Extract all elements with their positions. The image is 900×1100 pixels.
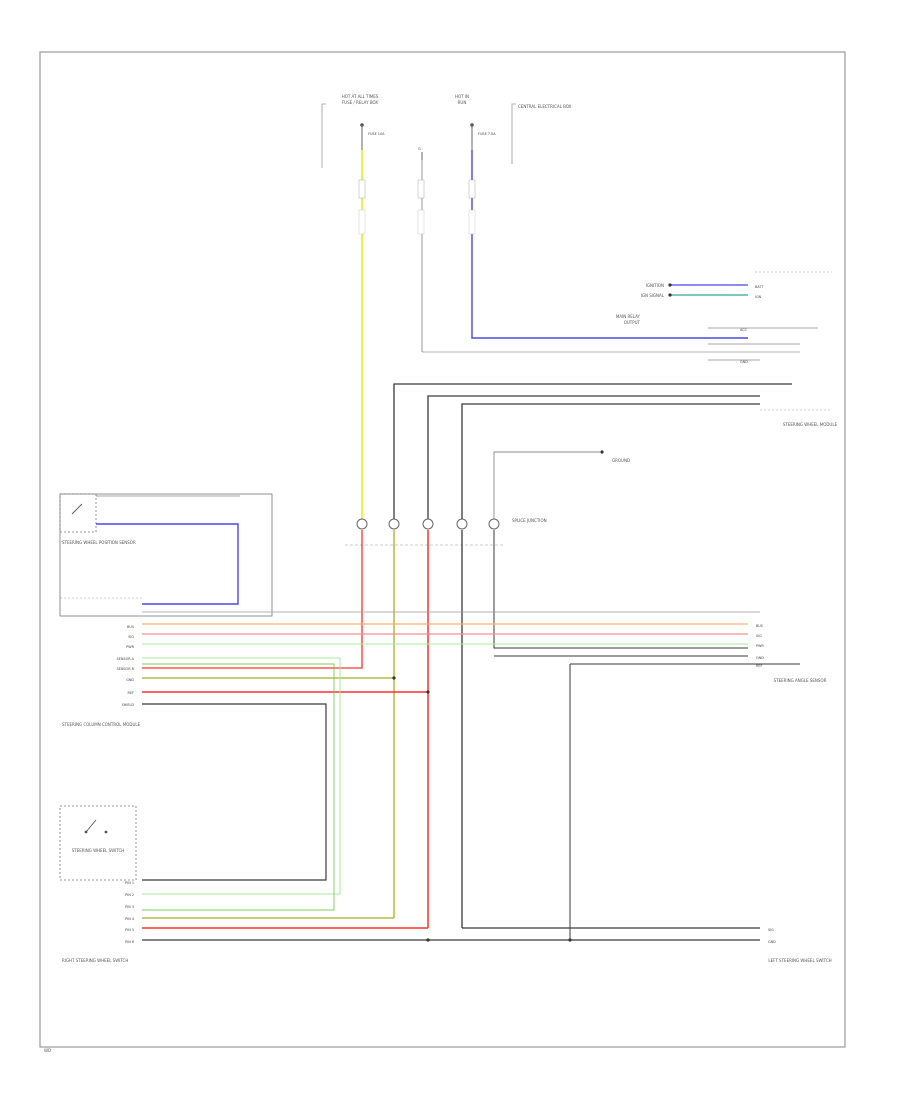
splice-row: SPLICE JUNCTION	[345, 518, 547, 546]
fuse-left-label-2: FUSE / RELAY BOX	[342, 100, 379, 105]
wire-red-from-splice-1	[142, 530, 363, 669]
splice-label: SPLICE JUNCTION	[512, 518, 547, 523]
rm-pin-4: REF	[756, 664, 762, 668]
bl-pin-4: PIN 5	[125, 928, 134, 932]
wire-tags-top	[358, 179, 476, 235]
bottom-switch-label: STEERING WHEEL SWITCH	[72, 848, 125, 853]
rm-pin-3: GND	[756, 656, 764, 660]
wire-lightgreen-loop	[142, 658, 341, 895]
rm-pin-0: BUS	[756, 624, 763, 628]
rt-label-0: IGNITION	[646, 283, 664, 288]
wire-green-loop	[142, 663, 335, 911]
lm-pin-6: REF	[128, 691, 134, 695]
rt-label-2: MAIN RELAY	[616, 314, 641, 319]
top-fuse-left: HOT AT ALL TIMES FUSE / RELAY BOX FUSE 1…	[321, 94, 385, 168]
ground-top: G	[418, 147, 423, 160]
rt-pin-1: IGN	[755, 295, 762, 299]
diagram-frame	[39, 51, 846, 1048]
rm-pin-1: SIG	[756, 634, 762, 638]
rt-pin-2: ACC	[740, 328, 748, 332]
bottom-left-module: PIN 1 PIN 2 PIN 3 PIN 4 PIN 5 PIN 6 RIGH…	[62, 881, 134, 963]
fuse-right-label-2: RUN	[458, 100, 467, 105]
br-pin-0: SIG	[768, 928, 774, 932]
wire-dark-3	[461, 403, 760, 520]
rm-pin-2: PWR	[756, 644, 764, 648]
left-module: BUS SIG PWR SENSOR A SENSOR B GND REF SH…	[60, 597, 760, 911]
rt-pin-0: BATT	[755, 285, 764, 289]
wire-gray-branch	[493, 451, 600, 520]
left-sensor: STEERING WHEEL POSITION SENSOR	[59, 493, 273, 617]
wire-blue-trunk	[471, 150, 748, 339]
wire-dark-1	[393, 383, 792, 520]
bl-pin-3: PIN 4	[125, 917, 134, 921]
bl-pin-2: PIN 3	[125, 905, 134, 909]
lm-pin-3: SENSOR A	[117, 657, 135, 661]
right-top-connector: IGNITION IGN SIGNAL MAIN RELAY OUTPUT BA…	[616, 271, 832, 364]
footer-code: WD	[44, 1048, 51, 1053]
ground-point-label: GROUND	[612, 458, 630, 463]
fuse-right-label-1: HOT IN	[455, 94, 469, 99]
fuse-left-label-1: HOT AT ALL TIMES	[342, 94, 379, 99]
bottom-switch: STEERING WHEEL SWITCH	[59, 805, 137, 881]
rt-label-3: OUTPUT	[624, 320, 641, 325]
left-module-label: STEERING COLUMN CONTROL MODULE	[62, 722, 141, 727]
lm-pin-7: SHIELD	[122, 703, 135, 707]
wire-dark-lm	[142, 703, 327, 881]
br-pin-1: GND	[768, 940, 776, 944]
left-sensor-label: STEERING WHEEL POSITION SENSOR	[62, 540, 136, 545]
bottom-right-module: SIG GND LEFT STEERING WHEEL SWITCH	[768, 928, 832, 963]
right-mid-connector: BUS SIG PWR GND REF STEERING ANGLE SENSO…	[494, 624, 827, 940]
bl-pin-1: PIN 2	[125, 893, 134, 897]
bl-pin-0: PIN 1	[125, 881, 134, 885]
lm-pin-4: SENSOR B	[117, 667, 135, 671]
right-mid-label: STEERING ANGLE SENSOR	[774, 678, 827, 683]
rt-label-1: IGN SIGNAL	[641, 293, 665, 298]
bl-pin-5: PIN 6	[125, 940, 134, 944]
ground-top-label: G	[418, 147, 421, 151]
lm-pin-1: SIG	[128, 635, 134, 639]
bottom-left-label: RIGHT STEERING WHEEL SWITCH	[62, 958, 128, 963]
rt-pin-3: GND	[740, 360, 748, 364]
fuse-right-value: FUSE 7.5A	[478, 132, 496, 136]
top-fuse-right: HOT IN RUN FUSE 7.5A CENTRAL ELECTRICAL …	[455, 94, 572, 164]
central-box-label: CENTRAL ELECTRICAL BOX	[518, 104, 572, 109]
lm-pin-5: GND	[126, 678, 134, 682]
lm-pin-2: PWR	[126, 645, 134, 649]
lm-pin-0: BUS	[127, 625, 134, 629]
wire-gray-to-right	[493, 530, 748, 649]
wire-dark-2	[427, 395, 760, 520]
bottom-right-label: LEFT STEERING WHEEL SWITCH	[768, 958, 831, 963]
steering-module-label: STEERING WHEEL MODULE	[783, 422, 838, 427]
fuse-left-value: FUSE 10A	[368, 132, 385, 136]
